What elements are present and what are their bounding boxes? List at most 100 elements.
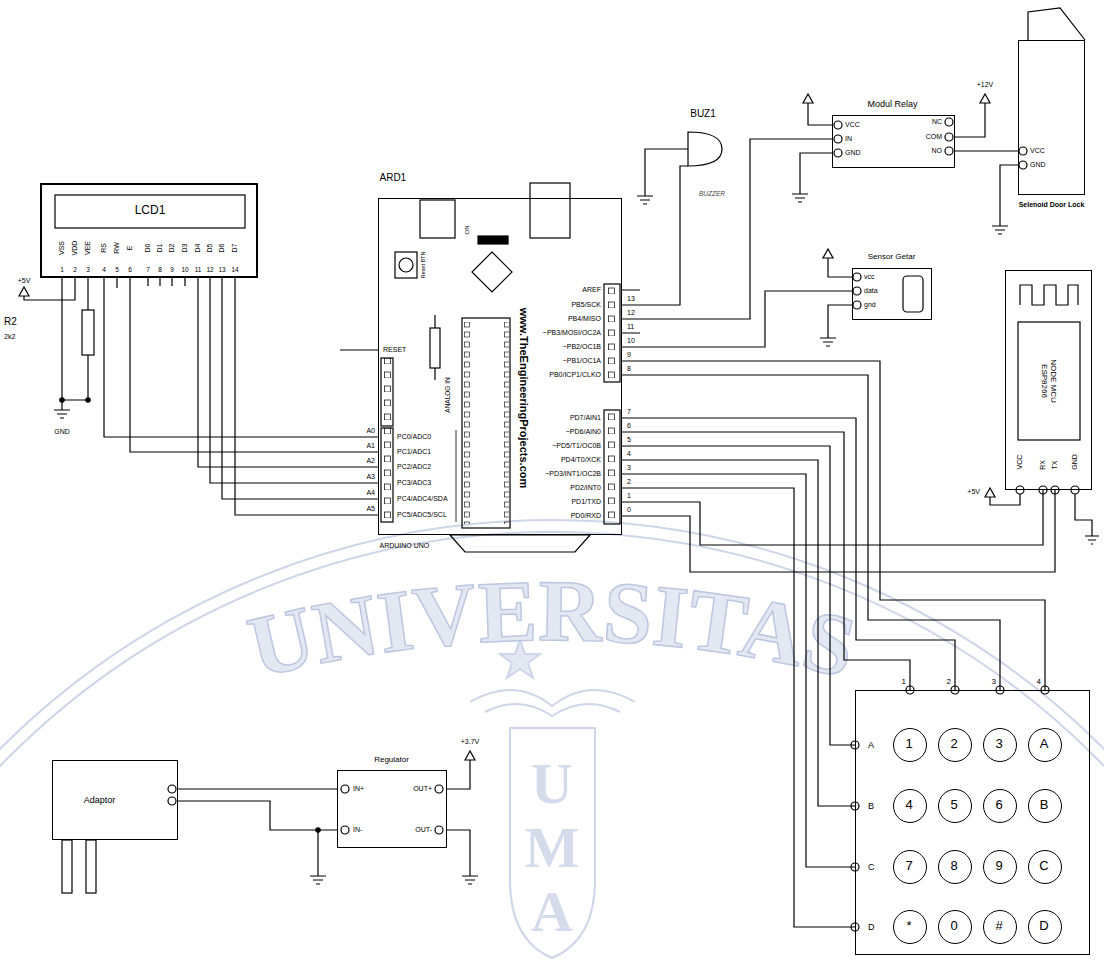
key-label-holder: # xyxy=(995,919,1002,934)
pin-number-holder: 8 xyxy=(627,365,631,373)
component-label-holder: BUZZER xyxy=(699,190,725,197)
pin-name-holder: ~PB2/OC1B xyxy=(563,343,601,351)
pin-number: 11 xyxy=(195,266,202,273)
pin-name: PD0/RXD xyxy=(571,512,601,520)
door-lock-drawing xyxy=(1028,8,1085,40)
lcd-drawing xyxy=(55,195,245,228)
pin-name-holder: D4 xyxy=(194,244,202,253)
key-label-holder: 6 xyxy=(995,798,1002,813)
pin-name: ~PB3/MOSI/OC2A xyxy=(543,329,601,337)
board-marking-holder: Reset BTN xyxy=(420,252,426,279)
component-label-holder: Modul Relay xyxy=(867,98,917,108)
pin-name-holder: A4 xyxy=(366,489,375,497)
key-button: A xyxy=(1028,728,1062,762)
pin-name-holder: vcc xyxy=(864,273,875,281)
pin-number-holder: 11 xyxy=(195,266,202,273)
pin-name-holder: PC4/ADC4/SDA xyxy=(397,495,448,503)
pin-name: PC3/ADC3 xyxy=(397,479,431,487)
arduino-drawing xyxy=(340,290,640,350)
key-label: 3 xyxy=(995,737,1002,752)
regulator-drawing xyxy=(318,760,470,868)
supply-label: +5V xyxy=(18,277,31,285)
pin-name-holder: PD1/TXD xyxy=(571,498,601,506)
pin-number: 9 xyxy=(170,266,174,273)
wire xyxy=(104,278,378,437)
regulator-drawing xyxy=(435,826,443,834)
pin-name: PC1/ADC1 xyxy=(397,448,431,456)
pin-name: ~PB1/OC1A xyxy=(563,357,601,365)
sensor-drawing xyxy=(853,301,861,309)
pin-name: VSS xyxy=(58,241,66,255)
key-label-holder: 0 xyxy=(950,919,957,934)
pin-number: 7 xyxy=(146,266,150,273)
pin-name: E xyxy=(126,246,134,251)
resistor-symbol xyxy=(82,310,94,355)
wire xyxy=(622,139,832,319)
pin-name: RW xyxy=(113,242,121,254)
board-marking: ANALOG IN xyxy=(444,377,451,412)
key-button: C xyxy=(1028,850,1062,884)
wire xyxy=(178,788,337,789)
adaptor-drawing xyxy=(86,840,96,893)
regulator-drawing xyxy=(316,760,470,868)
esp-drawing xyxy=(1020,285,1078,305)
arduino-drawing xyxy=(478,236,508,244)
pin-name: COM xyxy=(926,133,942,141)
arduino-drawing xyxy=(399,258,413,272)
key-label: 2 xyxy=(950,737,957,752)
pin-name: GND xyxy=(845,149,861,157)
pin-number: 2 xyxy=(73,266,77,273)
ground-label-holder: GND xyxy=(54,428,70,436)
key-label-holder: 2 xyxy=(950,737,957,752)
key-label-holder: * xyxy=(906,919,911,934)
arduino-drawing xyxy=(450,535,590,552)
relay-drawing xyxy=(945,133,953,141)
component-label-holder: ARD1 xyxy=(380,172,407,184)
pin-name: A2 xyxy=(366,457,375,465)
pin-number: 4 xyxy=(627,450,631,458)
arduino-drawing xyxy=(605,410,619,524)
pin-name: D3 xyxy=(181,244,189,253)
component-label: ARD1 xyxy=(380,172,407,184)
wire xyxy=(622,432,910,690)
pin-name-holder: RS xyxy=(100,243,108,253)
ground-symbol xyxy=(992,218,1008,234)
component-label-holder: NODE MCU ESP8266 xyxy=(1039,355,1057,407)
pin-name: ~PD6/AIN0 xyxy=(566,428,601,436)
wire xyxy=(622,205,680,305)
wire xyxy=(955,150,1018,151)
arduino-drawing xyxy=(463,322,470,524)
sensor-drawing xyxy=(903,276,923,312)
wire xyxy=(622,446,855,745)
watermark-seal xyxy=(470,690,635,706)
board-marking: www.TheEngineeringProjects.com xyxy=(518,308,531,489)
pin-name: VEE xyxy=(84,241,92,255)
pin-name-holder: A5 xyxy=(366,505,375,513)
key-button: 3 xyxy=(983,728,1017,762)
pin-number-holder: 3 xyxy=(627,464,631,472)
pin-name: ~PB2/OC1B xyxy=(563,343,601,351)
pin-name: A0 xyxy=(366,427,375,435)
watermark-seal xyxy=(485,704,620,716)
pin-name: D xyxy=(868,922,875,932)
pin-name: VDD xyxy=(71,241,79,256)
pin-name: 4 xyxy=(1037,677,1041,686)
pin-name-holder: D2 xyxy=(168,244,176,253)
power-symbol xyxy=(985,488,995,497)
key-button: 1 xyxy=(893,728,927,762)
component-label: Selenoid Door Lock xyxy=(1019,200,1085,208)
pin-name-holder: ~PD3/INT1/OC2B xyxy=(545,470,601,478)
component-label: BUZ1 xyxy=(690,108,716,120)
part-value-holder: 2k2 xyxy=(4,333,15,341)
component-label-holder: LCD1 xyxy=(135,204,166,218)
adaptor-drawing xyxy=(168,785,176,793)
pin-name: PD7/AIN1 xyxy=(570,414,601,422)
pin-name: IN+ xyxy=(353,785,364,793)
key-button: D xyxy=(1028,910,1062,944)
pin-number: 9 xyxy=(627,351,631,359)
lcd-module: LCD1 xyxy=(40,183,258,278)
pin-name-holder: RW xyxy=(113,242,121,254)
pin-name: ~PD5/T1/OC0B xyxy=(552,442,601,450)
pin-name-holder: GND xyxy=(1030,161,1046,169)
